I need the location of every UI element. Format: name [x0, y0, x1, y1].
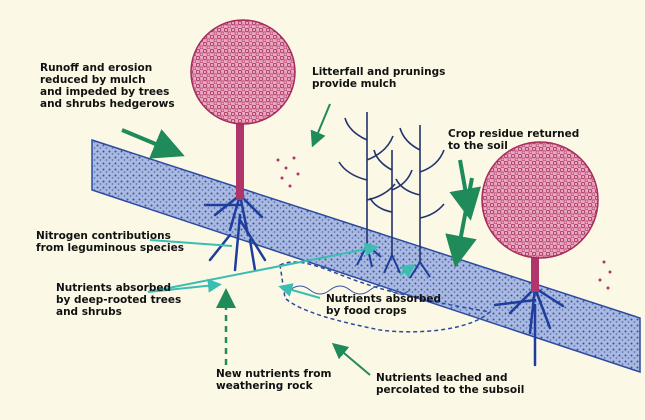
leached-arrow: [338, 348, 370, 375]
new-nutrients-label: New nutrients from weathering rock: [216, 368, 331, 392]
crop-residue-label: Crop residue returned to the soil: [448, 128, 579, 152]
nitrogen-label: Nitrogen contributions from leguminous s…: [36, 230, 184, 254]
food-crops-label: Nutrients absorbed by food crops: [326, 293, 441, 317]
litterfall-arrow: [315, 104, 330, 140]
left-tree-canopy: [191, 20, 295, 124]
deep-rooted-label: Nutrients absorbed by deep-rooted trees …: [56, 282, 181, 318]
leached-label: Nutrients leached and percolated to the …: [376, 372, 524, 396]
runoff-arrow: [122, 130, 170, 150]
runoff-label: Runoff and erosion reduced by mulch and …: [40, 62, 175, 110]
litterfall-label: Litterfall and prunings provide mulch: [312, 66, 445, 90]
right-tree-canopy: [482, 142, 598, 258]
